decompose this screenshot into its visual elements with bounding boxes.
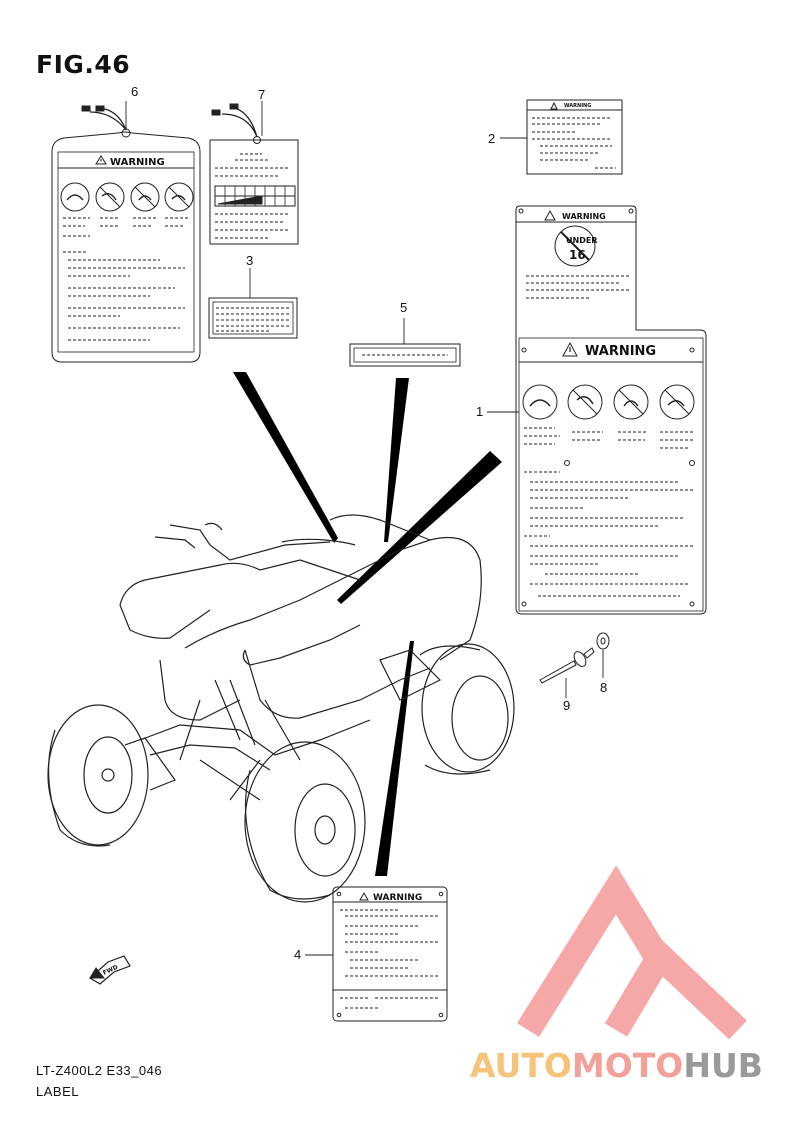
fwd-arrow-icon (88, 955, 131, 985)
callout-1: 1 (476, 404, 484, 419)
callout-6: 6 (131, 84, 139, 99)
label-texts: WARNING WARNING UNDER 16 WARNING WARNING… (102, 103, 656, 977)
warning-text-1b: WARNING (585, 344, 656, 359)
warning-text-1a: WARNING (562, 212, 606, 221)
warning-text-6: WARNING (110, 157, 165, 168)
watermark-logo-icon (516, 865, 747, 1040)
leader-lines (125, 101, 604, 956)
callout-4: 4 (294, 947, 302, 962)
under16-text-b: 16 (569, 248, 586, 262)
washer-8 (596, 632, 610, 650)
watermark-text: AUTOMOTOHUB (470, 1046, 763, 1085)
atv-illustration (47, 514, 515, 903)
callout-2: 2 (488, 131, 496, 146)
warning-text-2: WARNING (564, 103, 591, 109)
callout-7: 7 (258, 87, 266, 102)
figure-title: FIG.46 (36, 50, 131, 79)
watermark-part-auto: AUTO (470, 1046, 572, 1085)
label-4 (332, 886, 448, 1022)
callout-9: 9 (563, 698, 571, 713)
warning-text-4: WARNING (373, 893, 422, 903)
hang-tag-7 (209, 103, 299, 245)
diagram-name: LABEL (36, 1084, 79, 1099)
watermark-part-moto: MOTO (571, 1046, 684, 1085)
callout-8: 8 (600, 680, 608, 695)
callout-5: 5 (400, 300, 408, 315)
rivet-9 (539, 647, 595, 684)
watermark-part-hub: HUB (683, 1046, 763, 1085)
diagram-code: LT-Z400L2 E33_046 (36, 1063, 163, 1078)
label-5 (349, 343, 461, 367)
label-2 (526, 99, 623, 175)
label-1 (515, 205, 707, 615)
label-3 (208, 297, 298, 339)
pictogram-row (60, 182, 194, 212)
pointer-wedges (233, 372, 502, 876)
under16-text-a: UNDER (566, 236, 597, 245)
hang-tag-6 (51, 105, 201, 363)
callout-3: 3 (246, 253, 254, 268)
